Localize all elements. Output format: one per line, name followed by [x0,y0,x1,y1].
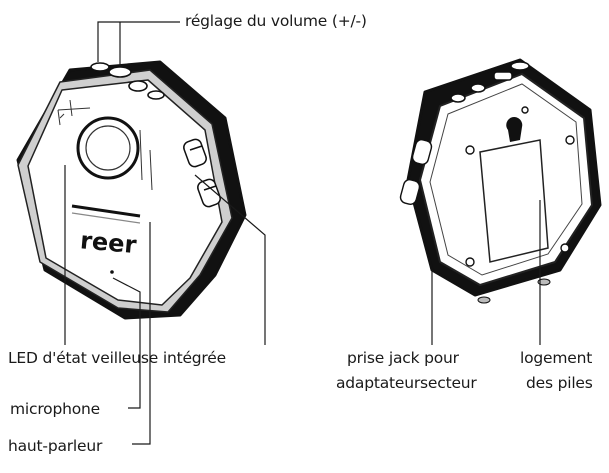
label-microphone: microphone [10,400,100,418]
leader-lines [64,21,541,445]
leader-volume [97,21,180,62]
leader-speaker [132,222,151,445]
label-volume: réglage du volume (+/-) [185,12,367,30]
leader-microphone [112,277,141,409]
device-logo: reer [79,226,138,259]
label-jack-line1: prise jack pour [347,349,459,367]
label-speaker: haut-parleur [8,437,103,455]
label-jack-line2: adaptateursecteur [336,374,477,392]
speaker-slot [71,204,141,218]
volume-buttons [90,62,165,100]
back-device [399,58,602,304]
speaker-slot-inner [71,212,141,224]
label-battery-line1: logement [520,349,593,367]
front-device-face [27,79,223,306]
label-battery-line2: des piles [526,374,593,392]
label-led: LED d'état veilleuse intégrée [8,349,226,367]
back-device-inner-rim [429,83,583,276]
front-device: reer [16,60,247,320]
hanging-slot [506,117,523,142]
lens-inner [85,125,131,171]
screws [465,106,575,267]
back-side-switches [399,138,433,206]
back-top-buttons [450,61,530,103]
side-switches [183,138,221,208]
leader-led [194,174,266,345]
battery-cover [479,139,549,263]
mic-dot [110,270,114,274]
face-markings [57,99,153,191]
feet [477,278,551,304]
